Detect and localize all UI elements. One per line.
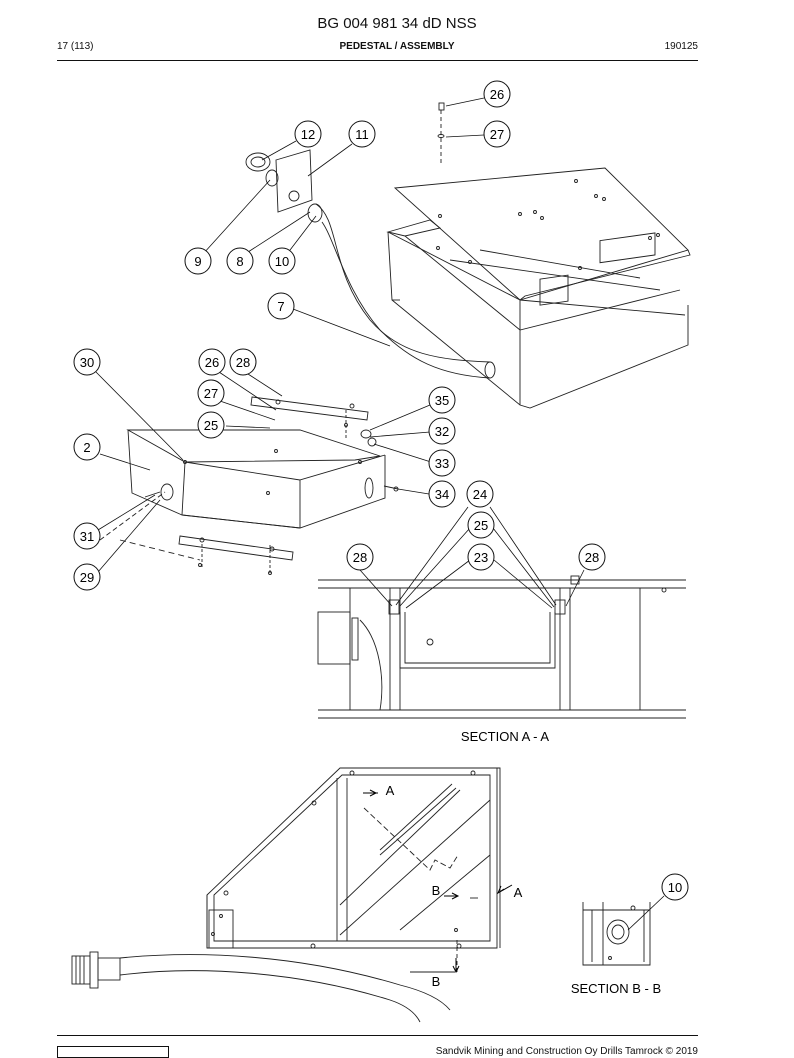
callout-28-left: 28: [346, 543, 374, 571]
callout-35: 35: [428, 386, 456, 414]
callout-33: 33: [428, 449, 456, 477]
svg-text:12: 12: [301, 127, 315, 142]
side-view-drawing: [206, 767, 501, 973]
svg-text:10: 10: [275, 254, 289, 269]
section-a-drawing: [317, 575, 686, 719]
callout-24: 24: [466, 480, 494, 508]
svg-text:32: 32: [435, 424, 449, 439]
svg-text:25: 25: [474, 518, 488, 533]
callout-32: 32: [428, 417, 456, 445]
callout-12: 12: [294, 120, 322, 148]
callout-23: 23: [467, 543, 495, 571]
callout-25-section: 25: [467, 511, 495, 539]
brand-logo: [57, 1046, 169, 1058]
svg-text:8: 8: [236, 254, 243, 269]
footer-rule: [57, 1035, 698, 1036]
callout-25-mid: 25: [197, 411, 225, 439]
pedestal-box-drawing: [386, 167, 691, 409]
cut-label-b-bottom: B: [432, 974, 441, 989]
callout-34: 34: [428, 480, 456, 508]
svg-text:25: 25: [204, 418, 218, 433]
callout-28-right: 28: [578, 543, 606, 571]
svg-text:10: 10: [668, 880, 682, 895]
svg-text:7: 7: [277, 299, 284, 314]
lower-box-drawing: [126, 429, 386, 529]
svg-text:28: 28: [585, 550, 599, 565]
cut-arrows: [363, 789, 513, 974]
svg-text:26: 26: [205, 355, 219, 370]
svg-text:34: 34: [435, 487, 449, 502]
callout-28-mid: 28: [229, 348, 257, 376]
svg-text:2: 2: [83, 440, 90, 455]
svg-text:31: 31: [80, 529, 94, 544]
svg-text:35: 35: [435, 393, 449, 408]
section-b-label: SECTION B - B: [571, 981, 661, 996]
svg-text:26: 26: [490, 87, 504, 102]
svg-text:9: 9: [194, 254, 201, 269]
lid-bolt-drawing: [437, 102, 445, 165]
callout-26-top: 26: [483, 80, 511, 108]
section-title: PEDESTAL / ASSEMBLY: [339, 41, 455, 52]
page-number: 17 (113): [57, 41, 94, 52]
callout-26-mid: 26: [198, 348, 226, 376]
svg-text:23: 23: [474, 550, 488, 565]
hose-assembly-drawing: [245, 149, 496, 379]
callout-27-top: 27: [483, 120, 511, 148]
revision-date: 190125: [664, 41, 698, 52]
svg-text:29: 29: [80, 570, 94, 585]
leader-lines: [95, 97, 665, 931]
cut-label-b-top: B: [432, 883, 441, 898]
cut-label-a-bottom: A: [514, 885, 523, 900]
document-number: BG 004 981 34 dD NSS: [317, 15, 477, 32]
svg-text:30: 30: [80, 355, 94, 370]
svg-text:33: 33: [435, 456, 449, 471]
svg-text:28: 28: [236, 355, 250, 370]
bottom-hose-drawing: [71, 951, 451, 1023]
svg-text:11: 11: [355, 127, 369, 142]
callout-31: 31: [73, 522, 101, 550]
header-rule: [57, 60, 698, 61]
section-b-drawing: [582, 902, 651, 966]
svg-text:27: 27: [490, 127, 504, 142]
callout-11: 11: [348, 120, 376, 148]
callout-7: 7: [267, 292, 295, 320]
svg-text:28: 28: [353, 550, 367, 565]
callout-10-section-b: 10: [661, 873, 689, 901]
footer-copyright: Sandvik Mining and Construction Oy Drill…: [435, 1046, 698, 1057]
mounting-strip-drawing: [178, 396, 369, 575]
svg-text:27: 27: [204, 386, 218, 401]
cut-label-a-top: A: [386, 783, 395, 798]
callout-10-top: 10: [268, 247, 296, 275]
callout-2: 2: [73, 433, 101, 461]
section-a-label: SECTION A - A: [461, 729, 549, 744]
callout-30: 30: [73, 348, 101, 376]
callout-9: 9: [184, 247, 212, 275]
callout-27-mid: 27: [197, 379, 225, 407]
callout-29: 29: [73, 563, 101, 591]
svg-text:24: 24: [473, 487, 487, 502]
callout-8: 8: [226, 247, 254, 275]
fitting-drawing: [99, 429, 399, 561]
